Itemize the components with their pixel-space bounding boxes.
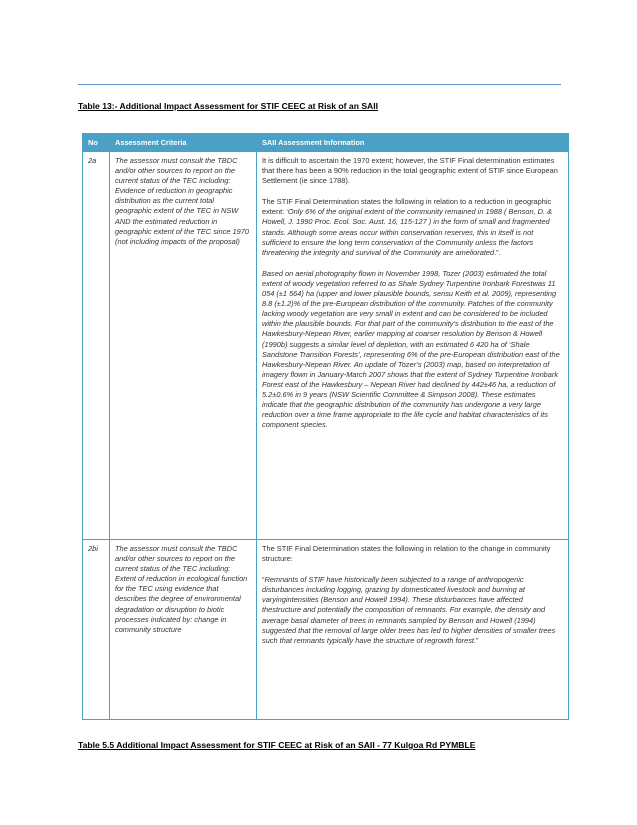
- table-row: 2bi The assessor must consult the TBDC a…: [82, 539, 569, 720]
- quote-text: Only 6% of the original extent of the co…: [262, 207, 553, 257]
- column-header-info: SAII Assessment Information: [256, 133, 569, 152]
- quote-lead: The STIF Final Determination states the …: [262, 197, 552, 217]
- quote-text: Remnants of STIF have historically been …: [262, 575, 556, 645]
- assessment-criteria: The assessor must consult the TBDC and/o…: [109, 151, 257, 540]
- assessment-criteria: The assessor must consult the TBDC and/o…: [109, 539, 257, 720]
- assessment-information: It is difficult to ascertain the 1970 ex…: [256, 151, 569, 540]
- column-header-criteria: Assessment Criteria: [109, 133, 257, 152]
- info-paragraph: The STIF Final Determination states the …: [262, 197, 563, 258]
- table-5-5-title: Table 5.5 Additional Impact Assessment f…: [78, 740, 476, 750]
- column-header-no: No: [82, 133, 110, 152]
- info-paragraph: Based on aerial photography flown in Nov…: [262, 268, 560, 430]
- table-row: 2a The assessor must consult the TBDC an…: [82, 151, 569, 540]
- quote-tail: .”.: [494, 247, 501, 257]
- row-number: 2a: [82, 151, 110, 540]
- table-header-row: No Assessment Criteria SAII Assessment I…: [82, 133, 569, 152]
- info-paragraph: The STIF Final Determination states the …: [262, 544, 551, 564]
- top-rule: [78, 84, 561, 85]
- assessment-table: No Assessment Criteria SAII Assessment I…: [82, 133, 569, 720]
- quote-lead: “: [262, 575, 265, 585]
- quote-tail: ”: [476, 635, 479, 645]
- row-number: 2bi: [82, 539, 110, 720]
- assessment-information: The STIF Final Determination states the …: [256, 539, 569, 720]
- table-13-title: Table 13:- Additional Impact Assessment …: [78, 101, 379, 111]
- info-paragraph: It is difficult to ascertain the 1970 ex…: [262, 156, 558, 186]
- info-paragraph: “Remnants of STIF have historically been…: [262, 575, 563, 646]
